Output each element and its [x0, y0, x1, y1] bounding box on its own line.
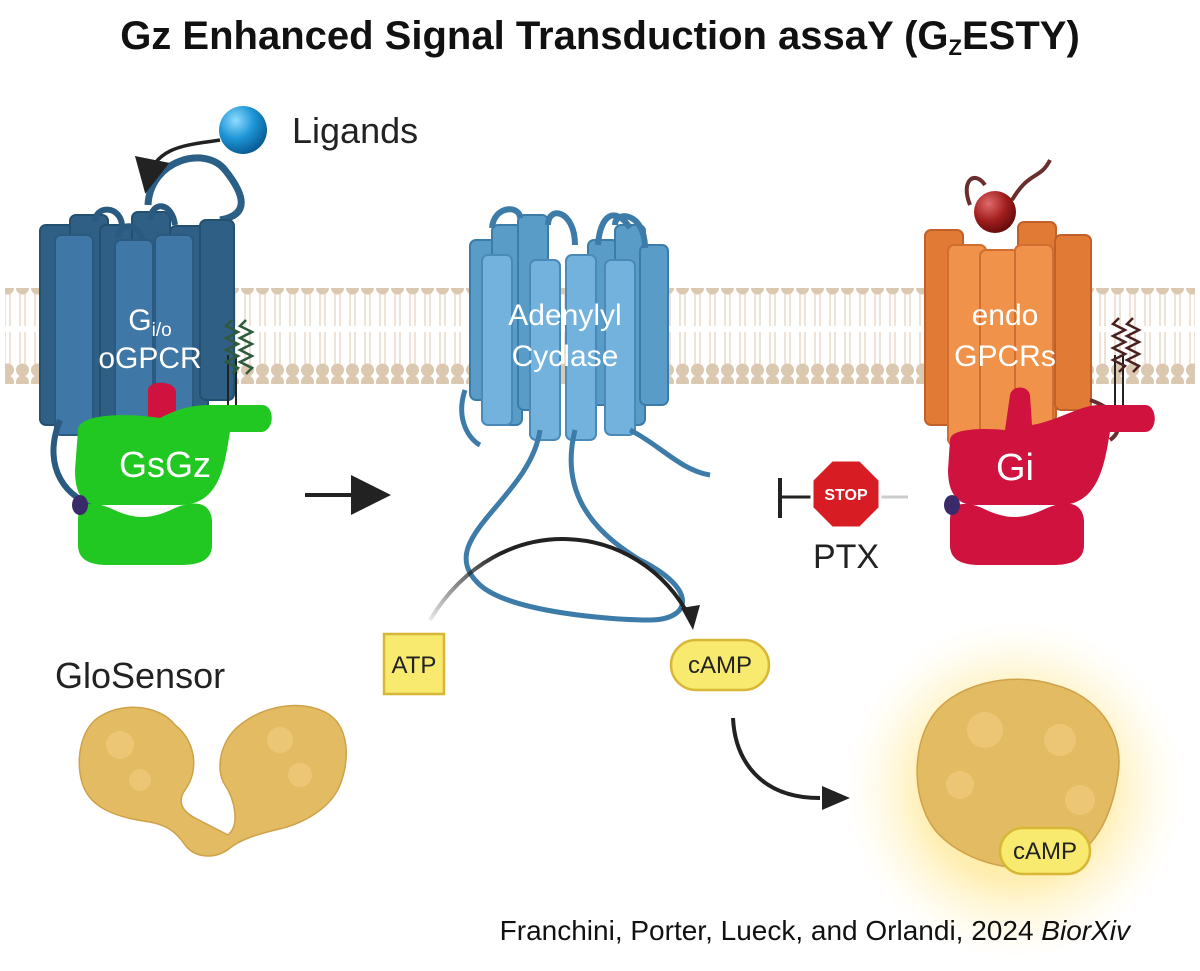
- adenylyl-label-line2: Cyclase: [512, 340, 619, 373]
- atp-box: [382, 632, 446, 696]
- ligand-arrow: [134, 138, 221, 194]
- ogpcr-label-line1: Gi/o: [128, 304, 171, 341]
- title-main: Gz Enhanced Signal Transduction assaY (G: [120, 14, 949, 58]
- camp-pill: [669, 638, 771, 692]
- atp-label: ATP: [392, 652, 437, 679]
- adenylyl-cyclase: [459, 206, 711, 623]
- conversion-arrow: [428, 537, 692, 622]
- gsgz-protein: [72, 319, 272, 565]
- diagram-title: Gz Enhanced Signal Transduction assaY (G…: [0, 14, 1200, 61]
- endo-label-line2: GPCRs: [954, 340, 1056, 373]
- endo-label-line1: endo: [972, 299, 1039, 332]
- glosensor-label: GloSensor: [55, 655, 225, 696]
- endo-ligand-ball: [974, 191, 1016, 233]
- camp-bound-pill: [998, 826, 1092, 876]
- ogpcr-receptor: [39, 154, 245, 508]
- gi-label: Gi: [996, 447, 1034, 489]
- gsgz-label: GsGz: [119, 444, 211, 485]
- ogpcr-label-line2: oGPCR: [98, 342, 201, 375]
- title-tail: ESTY): [962, 14, 1080, 58]
- ligand-ball: [219, 106, 267, 154]
- camp-bound-label: cAMP: [1013, 838, 1077, 865]
- citation-authors: Franchini, Porter, Lueck, and Orlandi, 2…: [499, 915, 1042, 946]
- endo-gpcr-receptor: [924, 159, 1121, 446]
- camp-binding-arrow: [731, 717, 821, 800]
- bottom-arrowhead: [822, 786, 850, 810]
- gi-protein: [944, 317, 1155, 565]
- title-subscript: Z: [948, 35, 962, 60]
- citation: Franchini, Porter, Lueck, and Orlandi, 2…: [500, 915, 1130, 947]
- adenylyl-label-line1: Adenylyl: [508, 299, 621, 332]
- conversion-arrowhead: [681, 605, 700, 630]
- citation-source: BiorXiv: [1041, 915, 1130, 946]
- ligands-label: Ligands: [292, 110, 418, 151]
- stop-label: STOP: [824, 487, 868, 504]
- stop-sign-icon: [810, 458, 882, 530]
- ptx-label: PTX: [813, 538, 879, 576]
- camp-label: cAMP: [688, 652, 752, 679]
